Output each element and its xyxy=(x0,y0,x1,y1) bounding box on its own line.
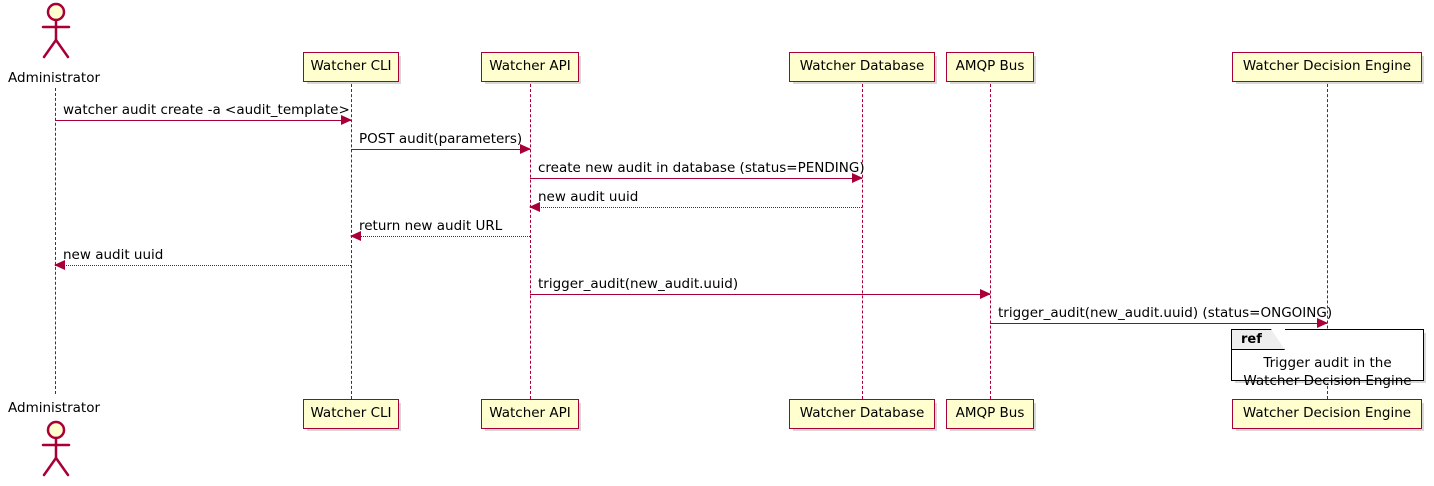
lifeline-administrator xyxy=(55,88,56,394)
message-line xyxy=(55,265,351,266)
actor-label-administrator-bottom: Administrator xyxy=(8,400,101,416)
actor-label-administrator-top: Administrator xyxy=(8,70,101,86)
ref-fragment-line-1: Trigger audit in the xyxy=(1263,355,1392,371)
arrowhead-right-icon xyxy=(852,173,863,183)
participant-watcher-database-top[interactable]: Watcher Database xyxy=(789,52,935,82)
ref-fragment[interactable]: ref Trigger audit in the Watcher Decisio… xyxy=(1231,329,1424,389)
lifeline-watcher-database xyxy=(862,84,863,399)
arrowhead-left-icon xyxy=(529,202,540,212)
lifeline-watcher-cli xyxy=(351,84,352,399)
arrowhead-right-icon xyxy=(980,289,991,299)
message-label: POST audit(parameters) xyxy=(359,130,523,147)
participant-watcher-cli-top[interactable]: Watcher CLI xyxy=(303,52,399,82)
arrowhead-left-icon xyxy=(350,231,361,241)
participant-watcher-cli-bottom[interactable]: Watcher CLI xyxy=(303,399,399,429)
participant-amqp-bus-top[interactable]: AMQP Bus xyxy=(946,52,1034,82)
message-line xyxy=(351,149,530,150)
arrowhead-right-icon xyxy=(1317,318,1328,328)
participant-amqp-bus-bottom[interactable]: AMQP Bus xyxy=(946,399,1034,429)
participant-watcher-database-bottom[interactable]: Watcher Database xyxy=(789,399,935,429)
arrowhead-left-icon xyxy=(54,260,65,270)
message-line xyxy=(530,178,862,179)
participant-watcher-decision-engine-top[interactable]: Watcher Decision Engine xyxy=(1232,52,1422,82)
arrowhead-right-icon xyxy=(341,115,352,125)
lifeline-amqp-bus xyxy=(990,84,991,399)
participant-watcher-api-bottom[interactable]: Watcher API xyxy=(481,399,579,429)
message-line xyxy=(530,207,862,208)
participant-watcher-decision-engine-bottom[interactable]: Watcher Decision Engine xyxy=(1232,399,1422,429)
message-line xyxy=(351,236,530,237)
message-label: watcher audit create -a <audit_template> xyxy=(63,101,350,118)
message-line xyxy=(990,323,1327,324)
actor-stick-figure-icon xyxy=(41,420,71,477)
participant-watcher-api-top[interactable]: Watcher API xyxy=(481,52,579,82)
message-label: return new audit URL xyxy=(359,217,503,234)
actor-administrator-bottom xyxy=(33,420,79,478)
message-label: new audit uuid xyxy=(538,188,639,205)
arrowhead-right-icon xyxy=(520,144,531,154)
message-label: trigger_audit(new_audit.uuid) xyxy=(538,275,739,292)
message-label: trigger_audit(new_audit.uuid) (status=ON… xyxy=(998,304,1333,321)
actor-administrator-top xyxy=(33,2,79,60)
message-label: create new audit in database (status=PEN… xyxy=(538,159,865,176)
message-line xyxy=(530,294,990,295)
actor-stick-figure-icon xyxy=(41,2,71,59)
message-label: new audit uuid xyxy=(63,246,164,263)
lifeline-watcher-decision-engine xyxy=(1327,84,1328,399)
ref-fragment-line-2: Watcher Decision Engine xyxy=(1243,373,1412,389)
ref-fragment-body: Trigger audit in the Watcher Decision En… xyxy=(1232,354,1423,390)
ref-fragment-tab: ref xyxy=(1232,329,1285,350)
lifeline-watcher-api xyxy=(530,84,531,399)
message-line xyxy=(55,120,351,121)
